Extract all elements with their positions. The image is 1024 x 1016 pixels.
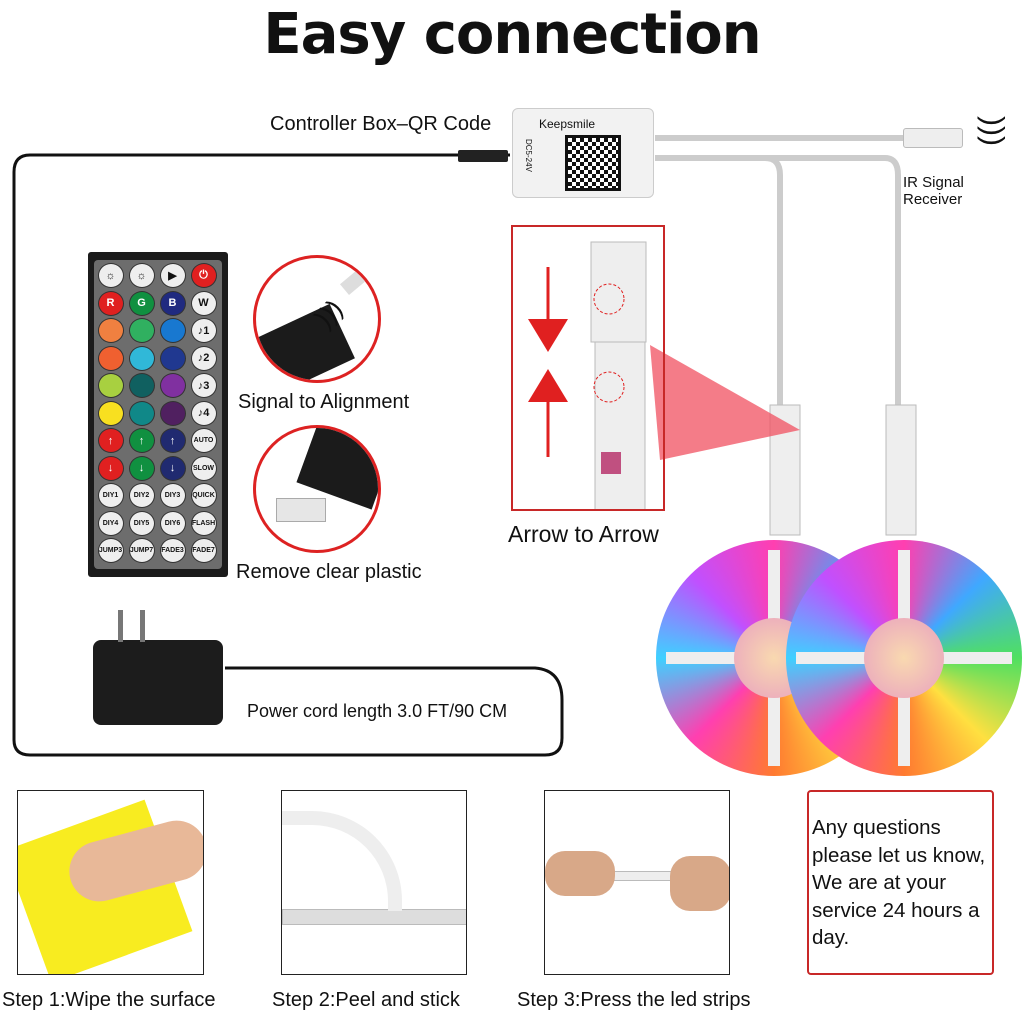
remove-plastic-illustration xyxy=(253,425,381,553)
remote-button: DIY2 xyxy=(128,483,155,508)
remote-button: DIY4 xyxy=(97,510,124,536)
remote-button: ♪4 xyxy=(190,400,217,426)
remote-button: ♪1 xyxy=(190,318,217,343)
remote-button xyxy=(128,345,155,371)
signal-label: Signal to Alignment xyxy=(238,391,410,413)
step-1-image xyxy=(17,790,204,975)
remote-button: AUTO xyxy=(190,428,217,453)
remote-button xyxy=(97,373,124,398)
remote-button xyxy=(128,318,155,343)
remote-button: ♪2 xyxy=(190,345,217,371)
remote-button: R xyxy=(97,290,124,316)
remote-button: DIY5 xyxy=(128,510,155,536)
remote-button: FADE7 xyxy=(190,538,217,563)
arrow-label: Arrow to Arrow xyxy=(508,521,659,547)
power-label: Power cord length 3.0 FT/90 CM xyxy=(247,701,508,721)
remote-button: B xyxy=(159,290,186,316)
remote-button xyxy=(159,373,186,398)
power-adapter xyxy=(93,640,223,725)
remote-button xyxy=(97,318,124,343)
page-title: Easy connection xyxy=(263,2,761,67)
remote-button: ⏻ xyxy=(190,263,217,288)
remote-button: FADE3 xyxy=(159,538,186,563)
led-strip-reel-2 xyxy=(786,540,1022,776)
remote-button: ☼ xyxy=(97,263,124,288)
remote-button: JUMP3 xyxy=(97,538,124,563)
remote-button: DIY3 xyxy=(159,483,186,508)
remote-button xyxy=(159,318,186,343)
controller-brand: Keepsmile xyxy=(539,117,596,131)
remote-button: DIY6 xyxy=(159,510,186,536)
qr-code-icon xyxy=(565,135,621,191)
arrow-connection-illustration xyxy=(511,225,665,513)
remote-button xyxy=(128,373,155,398)
remote-button: DIY1 xyxy=(97,483,124,508)
controller-box: Keepsmile DC5-24V xyxy=(512,108,654,198)
step-3-image xyxy=(544,790,730,975)
remote-button: ↑ xyxy=(159,428,186,453)
remote-button: FLASH xyxy=(190,510,217,536)
ir-label: IR Signal Receiver xyxy=(903,174,964,208)
step-2-label: Step 2:Peel and stick xyxy=(272,989,460,1011)
remote-button: ☼ xyxy=(128,263,155,288)
controller-label: Controller Box–QR Code xyxy=(270,113,492,135)
remote-button xyxy=(97,345,124,371)
step-2-image xyxy=(281,790,467,975)
remote-button: ↓ xyxy=(97,455,124,481)
arrow-icons xyxy=(528,241,647,513)
remote-button: ↑ xyxy=(97,428,124,453)
support-note: Any questions please let us know, We are… xyxy=(807,790,994,975)
remote-button: ↑ xyxy=(128,428,155,453)
remote-button: G xyxy=(128,290,155,316)
remote-button xyxy=(128,400,155,426)
remote-button: W xyxy=(190,290,217,316)
step-1-label: Step 1:Wipe the surface xyxy=(2,989,216,1011)
remove-label: Remove clear plastic xyxy=(236,561,422,583)
remote-button xyxy=(159,400,186,426)
step-3-label: Step 3:Press the led strips xyxy=(517,989,751,1011)
remote-button: ↓ xyxy=(128,455,155,481)
remote-button: ♪3 xyxy=(190,373,217,398)
signal-alignment-illustration: ))) xyxy=(253,255,381,383)
remote-button xyxy=(159,345,186,371)
controller-voltage: DC5-24V xyxy=(524,139,533,172)
remote-button: ▶ xyxy=(159,263,186,288)
wifi-signal-icon: ((( xyxy=(972,116,1006,146)
remote-button: QUICK xyxy=(190,483,217,508)
ir-receiver xyxy=(903,128,963,148)
remote-button: JUMP7 xyxy=(128,538,155,563)
remote-button xyxy=(97,400,124,426)
remote-button: ↓ xyxy=(159,455,186,481)
remote-button: SLOW xyxy=(190,455,217,481)
